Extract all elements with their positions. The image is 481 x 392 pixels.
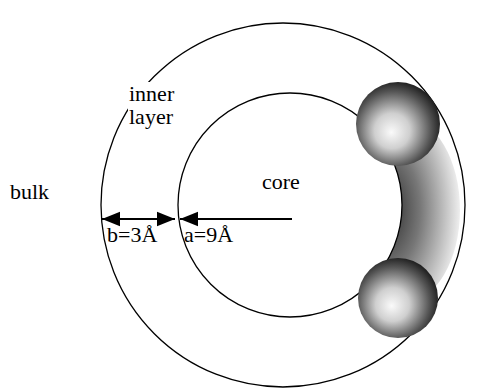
dimension-arrow — [180, 218, 292, 220]
region-label: inner layer — [128, 82, 182, 128]
dimension-arrow — [102, 218, 175, 220]
hydrogen-atom — [356, 82, 440, 166]
region-label: core — [262, 170, 300, 193]
region-label: bulk — [10, 180, 49, 203]
dimension-label: b=3Å — [107, 223, 157, 246]
dimension-label: a=9Å — [184, 223, 233, 246]
hydrogen-atom — [358, 258, 438, 338]
